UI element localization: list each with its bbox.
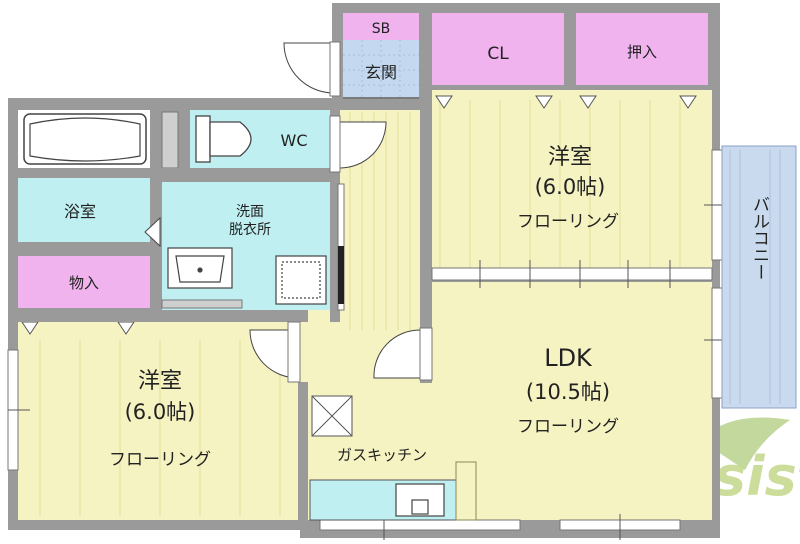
sb-storage bbox=[343, 13, 419, 40]
yoshitsu-west-size: (6.0帖) bbox=[125, 400, 196, 424]
closet-door-marks-top bbox=[435, 95, 697, 109]
ventilation-fan-icon bbox=[311, 395, 353, 437]
closet-rail bbox=[432, 86, 712, 90]
senmen-shelf bbox=[161, 299, 243, 309]
wc-label: WC bbox=[281, 131, 308, 150]
kitchen-label: ガスキッチン bbox=[337, 446, 427, 464]
genkan-floor bbox=[343, 40, 419, 98]
hall-sliding-door-dark bbox=[338, 246, 344, 304]
washing-machine-icon bbox=[275, 255, 327, 305]
yoshitsu-west-name: 洋室 bbox=[138, 369, 182, 394]
cl-label: CL bbox=[487, 44, 509, 64]
yokushitsu-label: 浴室 bbox=[64, 202, 96, 221]
oshiire-storage bbox=[576, 13, 708, 85]
bathtub-icon bbox=[23, 113, 147, 165]
door-swing-icon bbox=[144, 42, 421, 379]
door-gaps bbox=[287, 41, 433, 383]
balcony-label: バルコニー bbox=[749, 196, 769, 281]
yoshitsu-east-size: (6.0帖) bbox=[535, 175, 606, 199]
ldk-size: (10.5帖) bbox=[526, 380, 610, 404]
senmen-label-line2: 脱衣所 bbox=[229, 222, 271, 238]
washbasin-icon bbox=[167, 247, 233, 289]
yoshitsu-east-floor: フローリング bbox=[517, 212, 619, 232]
senmen-label-line1: 洗面 bbox=[236, 204, 264, 220]
oshiire-label: 押入 bbox=[627, 43, 657, 61]
monoire-label: 物入 bbox=[69, 274, 99, 292]
balcony-lines bbox=[729, 150, 781, 404]
cl-storage bbox=[432, 13, 564, 85]
partition-marks bbox=[479, 260, 671, 288]
wc-tank-wall bbox=[161, 111, 179, 169]
toilet-icon bbox=[195, 115, 252, 163]
ldk-name: LDK bbox=[544, 344, 593, 372]
refrigerator-space bbox=[455, 461, 477, 521]
yoshitsu-east-name: 洋室 bbox=[548, 145, 592, 170]
kitchen-sink-icon bbox=[395, 483, 445, 517]
balcony-floor bbox=[721, 145, 797, 409]
yoshitsu-west-floor: フローリング bbox=[109, 450, 211, 470]
yokushitsu-floor bbox=[18, 176, 150, 242]
partition-sliding bbox=[431, 267, 713, 281]
monoire-storage bbox=[18, 256, 150, 308]
floor-yoshitsu-east bbox=[432, 88, 712, 272]
genkan-label: 玄関 bbox=[365, 63, 397, 82]
floorboard-lines bbox=[39, 100, 681, 516]
ldk-floor: フローリング bbox=[517, 417, 619, 437]
sb-label: SB bbox=[372, 21, 391, 37]
